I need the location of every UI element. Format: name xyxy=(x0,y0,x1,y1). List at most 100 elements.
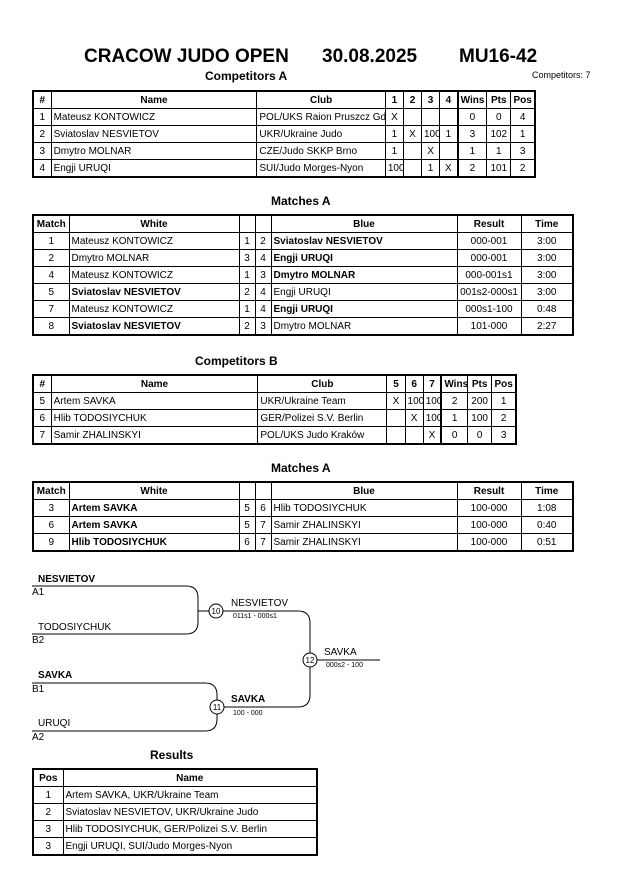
cell-name: Artem SAVKA, UKR/Ukraine Team xyxy=(62,786,318,804)
table-row: 3 Dmytro MOLNAR CZE/Judo SKKP Brno 1 X 1… xyxy=(32,142,536,160)
cell-pos: 3 xyxy=(32,820,64,838)
bracket-line xyxy=(185,585,199,635)
cell-num: 6 xyxy=(32,409,52,427)
results-title: Results xyxy=(150,748,194,762)
pool-a-title: Competitors A xyxy=(205,69,288,83)
cell-pos: 2 xyxy=(510,159,536,178)
bracket-sf1-bottom-seed: B2 xyxy=(32,635,45,646)
cell-name: Hlib TODOSIYCHUK xyxy=(50,409,259,427)
cell-num: 3 xyxy=(32,142,52,160)
cell-pos: 3 xyxy=(510,142,536,160)
cell-wins: 0 xyxy=(440,426,469,445)
table-row: 2 Sviatoslav NESVIETOV UKR/Ukraine Judo … xyxy=(32,125,536,143)
table-row: 7 Samir ZHALINSKYI POL/UKS Judo Kraków X… xyxy=(32,426,517,445)
bracket-m11-score: 100 - 000 xyxy=(233,710,263,717)
event-name: CRACOW JUDO OPEN xyxy=(84,46,289,67)
match-number-11: 11 xyxy=(213,703,222,712)
bracket-m10-score: 011s1 - 000s1 xyxy=(233,613,277,620)
table-row: 6 Hlib TODOSIYCHUK GER/Polizei S.V. Berl… xyxy=(32,409,517,427)
cell-match: 7 xyxy=(32,300,70,318)
cell-num: 7 xyxy=(32,426,52,445)
bracket-sf1-top-seed: A1 xyxy=(32,587,45,598)
cell-pos: 3 xyxy=(491,426,517,445)
pool-b-title: Competitors B xyxy=(195,354,278,368)
bracket-sf1-bottom-name: TODOSIYCHUK xyxy=(38,622,112,633)
cell-num: 4 xyxy=(32,159,52,178)
table-row: 1 Artem SAVKA, UKR/Ukraine Team xyxy=(32,786,318,804)
bracket-sf2-top-name: SAVKA xyxy=(38,670,73,681)
table-row: 2 Sviatoslav NESVIETOV, UKR/Ukraine Judo xyxy=(32,803,318,821)
cell-pos: 2 xyxy=(32,803,64,821)
col-pos: Pos xyxy=(32,768,64,787)
bracket-m11-winner: SAVKA xyxy=(231,694,266,705)
cell-result: 100-000 xyxy=(456,516,522,534)
match-number-12: 12 xyxy=(306,656,315,665)
cell-score: X xyxy=(404,409,424,427)
cell-score: 1 xyxy=(384,142,404,160)
bracket-m10-winner: NESVIETOV xyxy=(231,598,289,609)
col-name: Name xyxy=(62,768,318,787)
matches-a2-title: Matches A xyxy=(271,461,331,475)
cell-pos: 1 xyxy=(32,786,64,804)
cell-name: Dmytro MOLNAR xyxy=(50,142,258,160)
matches-a-title: Matches A xyxy=(271,194,331,208)
table-row: 3 Hlib TODOSIYCHUK, GER/Polizei S.V. Ber… xyxy=(32,820,318,838)
cell-pos: 3 xyxy=(32,837,64,856)
match-number-10: 10 xyxy=(212,607,221,616)
cell-blue: Samir ZHALINSKYI xyxy=(270,516,458,534)
cell-club: POL/UKS Judo Kraków xyxy=(257,426,388,445)
results-table: Pos Name 1 Artem SAVKA, UKR/Ukraine Team… xyxy=(32,768,318,856)
pool-b-table: # Name Club 5 6 7 Wins Pts Pos 5 Artem S… xyxy=(32,374,517,445)
competitors-count: Competitors: 7 xyxy=(532,70,591,80)
cell-score: 100 xyxy=(384,159,404,178)
cell-num: 1 xyxy=(32,108,52,126)
cell-club: CZE/Judo SKKP Brno xyxy=(256,142,386,160)
page-title: CRACOW JUDO OPEN 30.08.2025 MU16-42 xyxy=(0,46,630,70)
cell-wins: 2 xyxy=(456,159,488,178)
bracket-sf1-top-name: NESVIETOV xyxy=(38,574,96,585)
cell-name: Engji URUQI, SUI/Judo Morges-Nyon xyxy=(62,837,318,856)
table-row: 1 Mateusz KONTOWICZ POL/UKS Raion Pruszc… xyxy=(32,108,536,126)
cell-time: 0:48 xyxy=(520,300,574,318)
cell-blue: Engji URUQI xyxy=(270,300,458,318)
pool-a-table: # Name Club 1 2 3 4 Wins Pts Pos 1 Mateu… xyxy=(32,90,536,178)
bracket-sf2-bottom-seed: A2 xyxy=(32,732,45,743)
cell-time: 3:00 xyxy=(520,266,574,284)
cell-time: 0:40 xyxy=(520,516,574,534)
cell-name: Hlib TODOSIYCHUK, GER/Polizei S.V. Berli… xyxy=(62,820,318,838)
cell-time: 0:51 xyxy=(520,533,574,552)
match-circle-11 xyxy=(209,699,225,715)
event-date: 30.08.2025 xyxy=(322,46,418,67)
match-circle-10 xyxy=(208,603,224,619)
bracket-sf2-bottom-name: URUQI xyxy=(38,718,71,729)
weight-category: MU16-42 xyxy=(459,46,538,67)
bracket-m12-score: 000s2 - 100 xyxy=(326,662,363,669)
matches-a2-header: Match White Blue Result Time xyxy=(32,481,574,500)
bracket-final-winner: SAVKA xyxy=(324,647,357,658)
match-circle-12 xyxy=(302,652,318,668)
table-row: 3 Engji URUQI, SUI/Judo Morges-Nyon xyxy=(32,837,318,856)
cell-pos: 2 xyxy=(491,409,517,427)
matches-a-header: Match White Blue Result Time xyxy=(32,214,574,233)
cell-name: Sviatoslav NESVIETOV, UKR/Ukraine Judo xyxy=(62,803,318,821)
cell-blue: Dmytro MOLNAR xyxy=(270,317,458,336)
cell-name: Engji URUQI xyxy=(50,159,258,178)
cell-time: 2:27 xyxy=(520,317,574,336)
results-header: Pos Name xyxy=(32,768,318,787)
bracket-sf2-top-seed: B1 xyxy=(32,684,45,695)
cell-blue: Samir ZHALINSKYI xyxy=(270,533,458,552)
cell-time: 1:08 xyxy=(520,499,574,517)
